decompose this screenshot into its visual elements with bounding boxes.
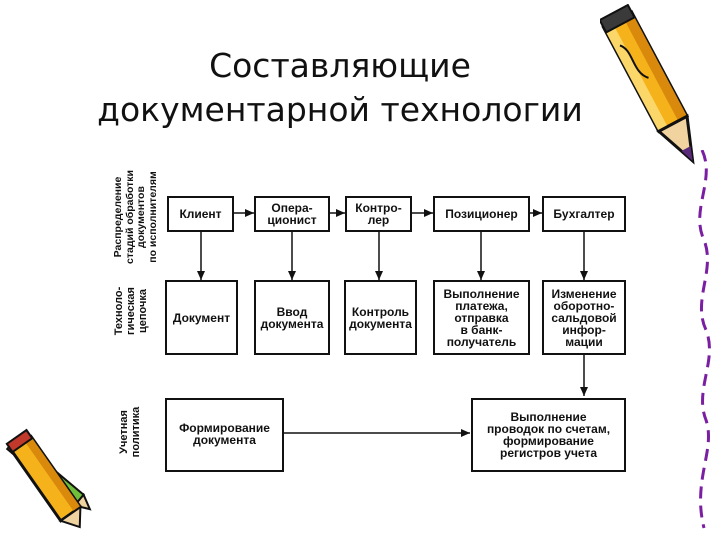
payment-box: Выполнение платежа, отправка в банк- пол… — [433, 280, 530, 355]
title-line-1: Составляющие — [209, 46, 471, 85]
accountant-box: Бухгалтер — [542, 196, 626, 232]
pencil-icon — [600, 4, 695, 165]
forming-box: Формирование документа — [165, 398, 284, 472]
positioner-box: Позиционер — [433, 196, 530, 232]
pencils-icon — [5, 428, 92, 529]
operationist-box: Опера- ционист — [254, 196, 330, 232]
dashed-border — [698, 150, 711, 529]
client-box: Клиент — [167, 196, 234, 232]
controller-box: Контро- лер — [345, 196, 412, 232]
page-title: Составляющие документарной технологии — [60, 44, 620, 132]
balance-box: Изменение оборотно- сальдовой инфор- мац… — [542, 280, 626, 355]
control-box: Контроль документа — [344, 280, 417, 355]
postings-box: Выполнение проводок по счетам, формирова… — [471, 398, 626, 472]
title-line-2: документарной технологии — [97, 90, 583, 129]
document-box: Документ — [165, 280, 238, 355]
input-box: Ввод документа — [254, 280, 330, 355]
